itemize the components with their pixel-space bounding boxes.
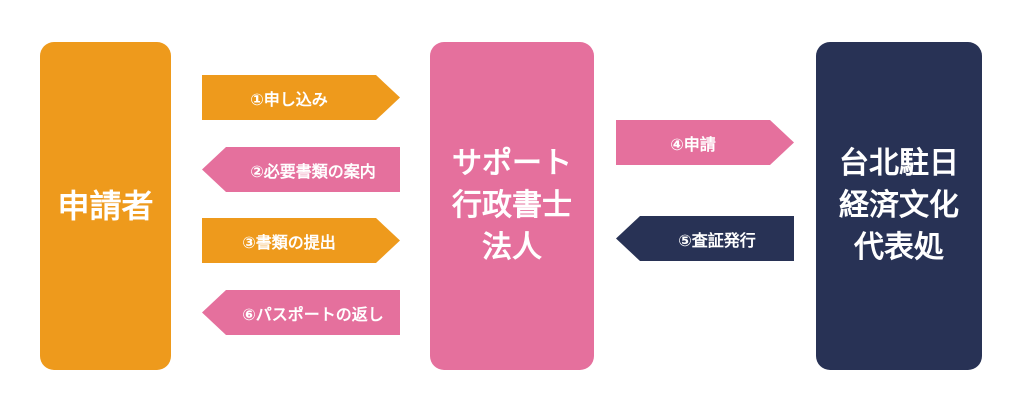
arrow-step-5-visa-issuance: ⑤査証発行 (616, 216, 794, 261)
arrow-step-1-label: ①申し込み (250, 89, 328, 109)
arrow-step-4-label: ④申請 (670, 134, 716, 154)
arrow-step-3-label: ③書類の提出 (242, 232, 336, 252)
arrow-step-2-document-guidance: ②必要書類の案内 (202, 147, 400, 192)
arrow-step-3-document-submission: ③書類の提出 (202, 218, 400, 263)
support-office-box: サポート 行政書士 法人 (430, 42, 594, 370)
taipei-office-label: 台北駐日 経済文化 代表処 (839, 146, 959, 265)
support-office-label: サポート 行政書士 法人 (452, 146, 572, 265)
applicant-box: 申請者 (40, 42, 171, 370)
arrow-step-4-apply: ④申請 (616, 120, 794, 165)
taipei-office-box: 台北駐日 経済文化 代表処 (816, 42, 982, 370)
arrow-step-6-label: ⑥パスポートの返し (242, 304, 384, 324)
arrow-step-6-passport-return: ⑥パスポートの返し (202, 290, 400, 335)
arrow-step-2-label: ②必要書類の案内 (250, 161, 376, 181)
applicant-label: 申請者 (57, 186, 154, 225)
arrow-step-1-application: ①申し込み (202, 75, 400, 120)
arrow-step-5-label: ⑤査証発行 (678, 230, 756, 250)
